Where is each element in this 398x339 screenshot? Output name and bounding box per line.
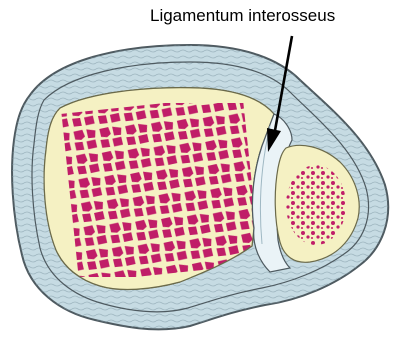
ligament-callout-label: Ligamentum interosseus (150, 6, 335, 26)
